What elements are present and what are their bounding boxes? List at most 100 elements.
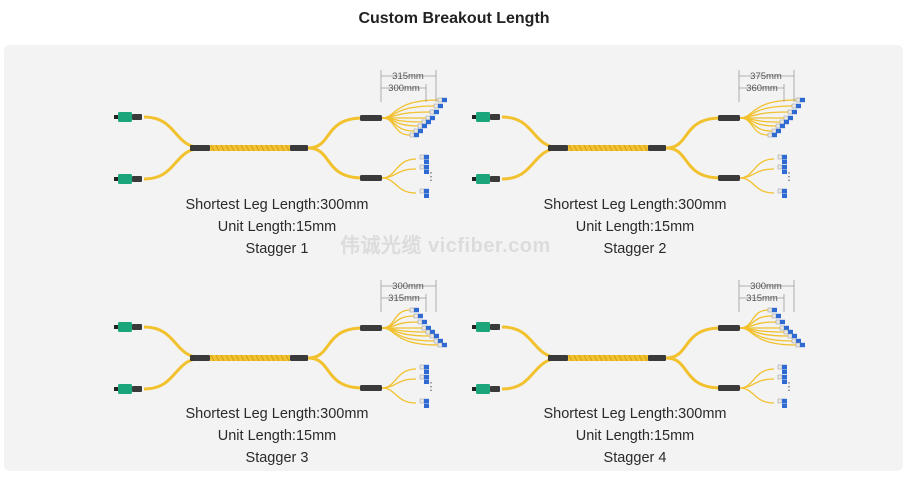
lc-connector-icon (424, 193, 429, 198)
dimension-label-bottom: 300mm (388, 83, 420, 94)
page-title: Custom Breakout Length (358, 10, 550, 27)
fanout-boot-upper (718, 325, 740, 331)
lc-connector-icon (418, 313, 423, 319)
mpo-connector-icon (476, 174, 490, 184)
lc-ferrule (437, 342, 443, 348)
trunk-texture (568, 354, 573, 362)
lc-connector-icon (430, 115, 435, 121)
breakout-fiber (381, 327, 439, 346)
dimension-label-bottom: 315mm (746, 293, 778, 304)
lc-connector-icon (772, 307, 777, 313)
shortest-leg-length: Shortest Leg Length:300mm (185, 406, 369, 422)
lc-connector-icon (782, 193, 787, 198)
shortest-leg-length: Shortest Leg Length:300mm (185, 197, 369, 213)
lc-connector-icon (792, 109, 797, 115)
trunk-texture (225, 354, 230, 362)
trunk-texture (583, 144, 588, 152)
trunk-texture (593, 144, 598, 152)
lc-ferrule (421, 119, 427, 125)
trunk-texture (598, 354, 603, 362)
trunk-texture (280, 144, 285, 152)
mpo-boot (490, 114, 500, 120)
lc-connector-icon (434, 109, 439, 115)
trunk-texture (638, 354, 643, 362)
lc-connector-icon (780, 123, 785, 129)
trunk-cable (210, 145, 290, 151)
dimension-label-top: 315mm (392, 71, 424, 82)
lc-connector-icon (418, 128, 423, 134)
trunk-leg-lower (501, 146, 562, 181)
trunk-texture (593, 354, 598, 362)
breakout-fiber (739, 117, 769, 136)
lc-connector-icon (424, 364, 429, 370)
trunk-texture (623, 354, 628, 362)
trunk-texture (633, 144, 638, 152)
lc-ferrule (775, 319, 781, 325)
breakout-fiber (739, 321, 777, 329)
trunk-texture (270, 354, 275, 362)
trunk-texture (285, 144, 290, 152)
lc-ferrule (429, 333, 435, 339)
lc-connector-icon (782, 164, 787, 170)
lc-ferrule (433, 338, 439, 344)
dimension-label-bottom: 315mm (388, 293, 420, 304)
lc-connector-icon (424, 154, 429, 160)
shortest-leg-length: Shortest Leg Length:300mm (543, 406, 727, 422)
lc-ferrule (425, 329, 431, 335)
lc-ferrule (419, 364, 425, 370)
lc-ferrule (787, 109, 793, 115)
lc-ferrule (783, 329, 789, 335)
trunk-texture (235, 144, 240, 152)
duplex-fiber (739, 177, 775, 194)
lc-ferrule (767, 307, 773, 313)
lc-connector-icon (788, 329, 793, 335)
lc-connector-icon (800, 342, 805, 348)
mpo-connector-icon (118, 384, 132, 394)
lc-connector-icon (776, 128, 781, 134)
lc-ferrule (771, 313, 777, 319)
breakout-fiber (381, 321, 419, 329)
lc-connector-icon (792, 333, 797, 339)
lc-connector-icon (434, 333, 439, 339)
lc-ferrule (779, 325, 785, 331)
trunk-texture (255, 144, 260, 152)
lc-ferrule (779, 119, 785, 125)
trunk-boot-left (190, 355, 210, 361)
trunk-texture (250, 354, 255, 362)
trunk-texture (230, 144, 235, 152)
trunk-texture (220, 354, 225, 362)
lc-ferrule (777, 188, 783, 194)
dimension-label-top: 300mm (392, 281, 424, 292)
trunk-cable (210, 355, 290, 361)
stagger-label: Stagger 2 (603, 241, 667, 257)
lc-connector-icon (796, 338, 801, 344)
mpo-boot (132, 114, 142, 120)
lc-ferrule (775, 123, 781, 129)
mpo-ferrule (114, 325, 119, 329)
branch-upper (665, 326, 722, 360)
trunk-leg-lower (143, 356, 204, 391)
trunk-leg-upper (143, 325, 204, 360)
trunk-texture (598, 144, 603, 152)
trunk-texture (608, 354, 613, 362)
trunk-texture (245, 354, 250, 362)
trunk-texture (260, 144, 265, 152)
trunk-texture (633, 354, 638, 362)
trunk-texture (270, 144, 275, 152)
lc-connector-icon (780, 319, 785, 325)
fanout-boot-lower (718, 175, 740, 181)
trunk-texture (603, 354, 608, 362)
lc-connector-icon (782, 188, 787, 194)
lc-connector-icon (782, 159, 787, 164)
lc-connector-icon (438, 338, 443, 344)
lc-connector-icon (776, 313, 781, 319)
caption-2: Shortest Leg Length:300mm Unit Length:15… (505, 194, 765, 260)
lc-ferrule (777, 398, 783, 404)
trunk-texture (603, 144, 608, 152)
dimension-label-bottom: 360mm (746, 83, 778, 94)
lc-connector-icon (424, 164, 429, 170)
lc-connector-icon (784, 119, 789, 125)
lc-ferrule (421, 325, 427, 331)
